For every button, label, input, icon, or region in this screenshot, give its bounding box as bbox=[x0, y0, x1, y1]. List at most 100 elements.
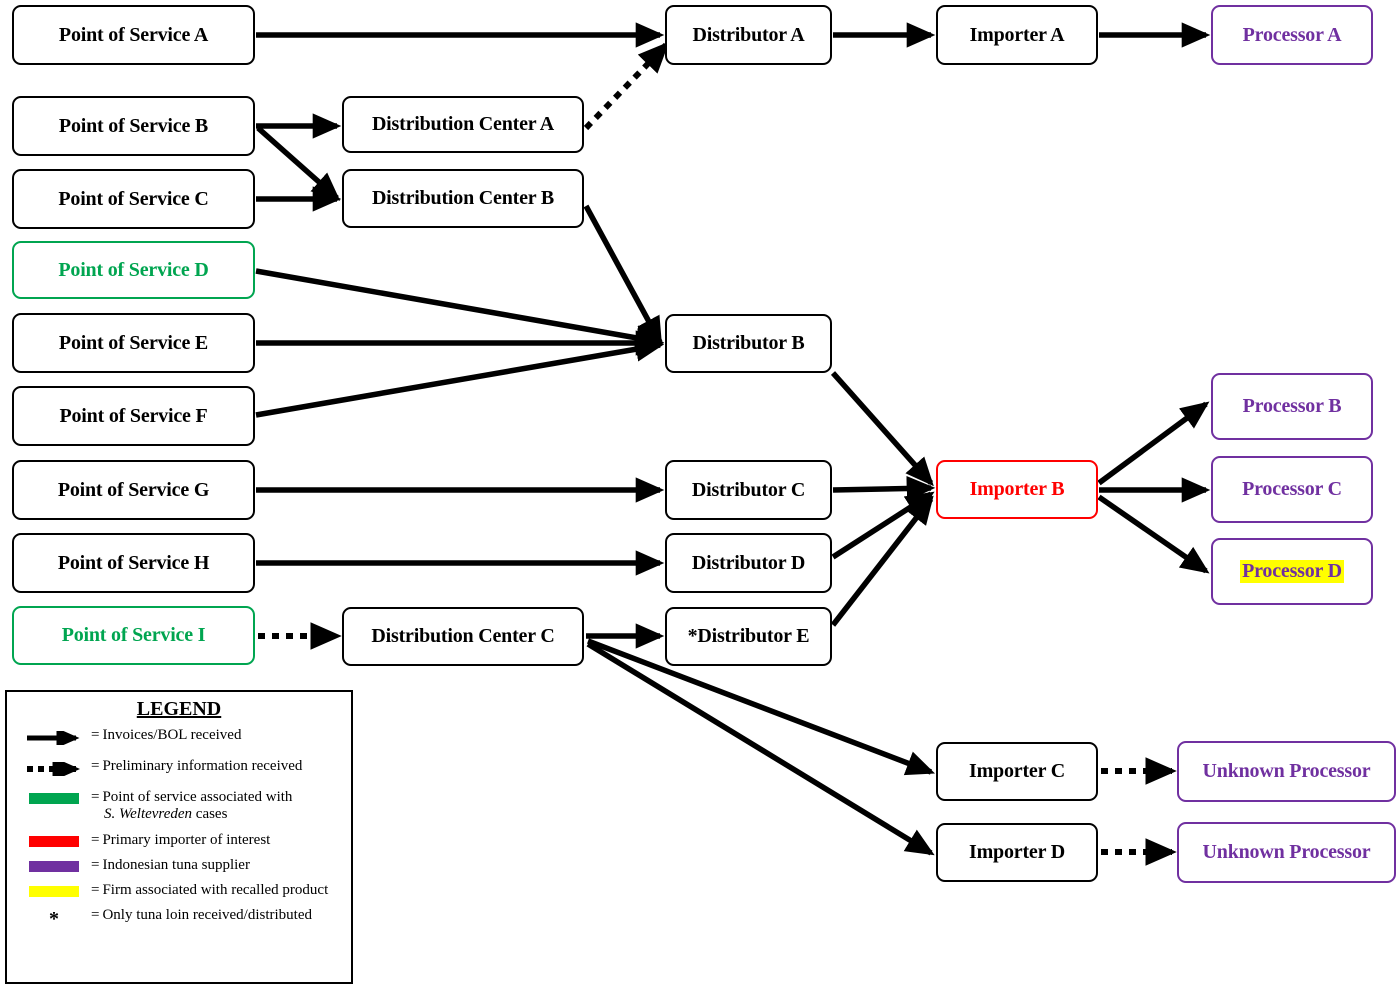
node-label: Importer C bbox=[969, 760, 1065, 782]
node-imp-c[interactable]: Importer C bbox=[936, 742, 1098, 801]
node-pos-b[interactable]: Point of Service B bbox=[12, 96, 255, 156]
legend-item-red-swatch: =Primary importer of interest bbox=[7, 832, 351, 849]
node-pos-c[interactable]: Point of Service C bbox=[12, 169, 255, 229]
green-swatch bbox=[29, 793, 79, 804]
node-dist-c[interactable]: Distributor C bbox=[665, 460, 832, 520]
node-label: Distribution Center A bbox=[371, 113, 555, 135]
node-label: Distribution Center B bbox=[371, 187, 555, 209]
edge-dc-a-to-dist-a bbox=[583, 41, 670, 131]
dotted-arrow-icon bbox=[26, 756, 82, 782]
node-label: Processor A bbox=[1242, 23, 1342, 46]
node-pos-h[interactable]: Point of Service H bbox=[12, 533, 255, 593]
node-dist-e[interactable]: *Distributor E bbox=[665, 607, 832, 666]
edge-pos-b-to-dc-b bbox=[256, 125, 341, 201]
node-label: Point of Service I bbox=[61, 624, 206, 646]
node-pos-g[interactable]: Point of Service G bbox=[12, 460, 255, 520]
legend-equals: = bbox=[91, 882, 100, 898]
green-swatch bbox=[29, 793, 79, 804]
node-label: Point of Service C bbox=[58, 187, 209, 210]
node-proc-b[interactable]: Processor B bbox=[1211, 373, 1373, 440]
edge-dc-b-to-dist-b bbox=[583, 204, 663, 346]
legend-item-asterisk: *=Only tuna loin received/distributed bbox=[7, 907, 351, 929]
legend-description: =Only tuna loin received/distributed bbox=[85, 907, 312, 924]
node-imp-d[interactable]: Importer D bbox=[936, 823, 1098, 882]
purple-swatch bbox=[29, 860, 79, 872]
node-proc-c[interactable]: Processor C bbox=[1211, 456, 1373, 523]
node-dc-c[interactable]: Distribution Center C bbox=[342, 607, 584, 666]
node-label: Unknown Processor bbox=[1202, 841, 1371, 863]
node-unk-2[interactable]: Unknown Processor bbox=[1177, 822, 1396, 883]
node-pos-a[interactable]: Point of Service A bbox=[12, 5, 255, 65]
solid-arrow-icon bbox=[26, 727, 82, 750]
edge-dist-c-to-imp-b bbox=[832, 475, 936, 502]
edges bbox=[255, 22, 1211, 866]
legend-rows: =Invoices/BOL received=Preliminary infor… bbox=[7, 727, 351, 929]
legend-equals: = bbox=[91, 856, 100, 873]
legend-key bbox=[23, 789, 85, 804]
node-proc-a[interactable]: Processor A bbox=[1211, 5, 1373, 65]
node-label: Distributor D bbox=[691, 551, 806, 574]
node-label: Point of Service B bbox=[58, 114, 209, 137]
node-label: Point of Service G bbox=[57, 478, 210, 501]
node-pos-i[interactable]: Point of Service I bbox=[12, 606, 255, 665]
node-unk-1[interactable]: Unknown Processor bbox=[1177, 741, 1396, 802]
legend-key bbox=[23, 857, 85, 872]
legend: LEGEND =Invoices/BOL received=Preliminar… bbox=[5, 690, 353, 984]
node-dist-a[interactable]: Distributor A bbox=[665, 5, 832, 65]
edge-dc-c-to-imp-d bbox=[586, 641, 935, 856]
node-label: Distribution Center C bbox=[371, 625, 555, 647]
node-imp-b[interactable]: Importer B bbox=[936, 460, 1098, 519]
legend-text: Primary importer of interest bbox=[102, 831, 271, 848]
edge-dist-d-to-imp-b bbox=[831, 491, 935, 560]
node-label: Processor D bbox=[1240, 560, 1344, 583]
node-dist-d[interactable]: Distributor D bbox=[665, 533, 832, 593]
node-label: Distributor A bbox=[692, 23, 805, 46]
legend-equals: = bbox=[91, 758, 100, 774]
node-pos-f[interactable]: Point of Service F bbox=[12, 386, 255, 446]
node-label: Point of Service A bbox=[58, 23, 209, 46]
node-label: Unknown Processor bbox=[1202, 760, 1371, 782]
legend-text: Indonesian tuna supplier bbox=[102, 856, 250, 873]
legend-description: =Invoices/BOL received bbox=[85, 727, 241, 744]
edge-pos-f-to-dist-b bbox=[255, 336, 665, 418]
node-label: Importer D bbox=[969, 841, 1065, 863]
node-proc-d[interactable]: Processor D bbox=[1211, 538, 1373, 605]
legend-text: Invoices/BOL received bbox=[102, 727, 242, 743]
legend-description: =Firm associated with recalled product bbox=[85, 882, 328, 899]
legend-text: Point of service associated with bbox=[102, 789, 293, 805]
legend-equals: = bbox=[91, 907, 100, 924]
node-label: Distributor B bbox=[692, 332, 805, 354]
legend-key bbox=[23, 756, 85, 782]
node-dc-b[interactable]: Distribution Center B bbox=[342, 169, 584, 228]
legend-species-name: S. Weltevreden bbox=[104, 806, 193, 823]
edge-imp-b-to-proc-b bbox=[1097, 401, 1210, 486]
legend-item-solid-arrow: =Invoices/BOL received bbox=[7, 727, 351, 750]
node-label: Point of Service D bbox=[58, 258, 209, 281]
legend-description: =Primary importer of interest bbox=[85, 832, 270, 849]
node-label: Point of Service H bbox=[57, 551, 210, 574]
edge-imp-b-to-proc-d bbox=[1097, 494, 1210, 574]
node-dc-a[interactable]: Distribution Center A bbox=[342, 96, 584, 153]
legend-key bbox=[23, 882, 85, 897]
node-label: Processor B bbox=[1242, 395, 1342, 417]
edge-dist-e-to-imp-b bbox=[830, 495, 934, 627]
node-label: *Distributor E bbox=[687, 625, 810, 647]
node-dist-b[interactable]: Distributor B bbox=[665, 314, 832, 373]
legend-equals: = bbox=[91, 831, 100, 848]
node-imp-a[interactable]: Importer A bbox=[936, 5, 1098, 65]
legend-item-purple-swatch: =Indonesian tuna supplier bbox=[7, 857, 351, 874]
legend-description: =Indonesian tuna supplier bbox=[85, 857, 250, 874]
legend-key: * bbox=[23, 907, 85, 929]
legend-text: Only tuna loin received/distributed bbox=[102, 907, 312, 924]
node-pos-d[interactable]: Point of Service D bbox=[12, 241, 255, 299]
node-pos-e[interactable]: Point of Service E bbox=[12, 313, 255, 373]
yellow-swatch bbox=[29, 886, 79, 897]
node-label: Distributor C bbox=[691, 478, 806, 501]
legend-equals: = bbox=[91, 789, 100, 805]
legend-equals: = bbox=[91, 727, 100, 743]
node-label: Point of Service F bbox=[59, 404, 208, 427]
legend-text: Firm associated with recalled product bbox=[102, 882, 329, 898]
